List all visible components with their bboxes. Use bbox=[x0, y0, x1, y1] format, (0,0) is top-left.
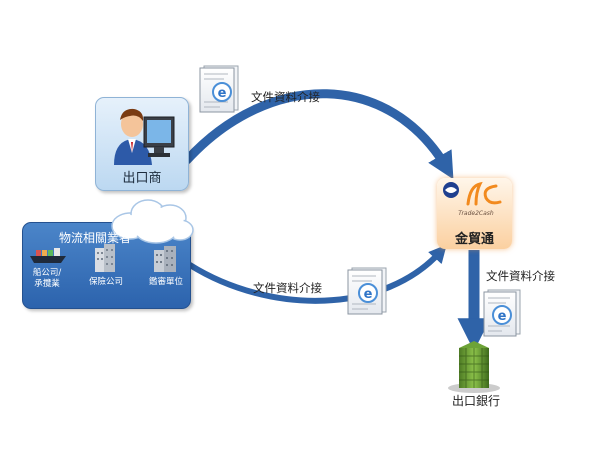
document-e-icon: e bbox=[347, 267, 387, 315]
cloud-icon bbox=[111, 199, 194, 244]
exporter-label: 出口商 bbox=[122, 171, 162, 186]
shipping-label: 船公司/ 承攬業 bbox=[32, 268, 62, 289]
svg-text:e: e bbox=[364, 287, 373, 302]
logistics-title: 物流相關業者 bbox=[58, 231, 131, 245]
cargo-ship-icon bbox=[30, 248, 66, 263]
building-icon bbox=[154, 246, 176, 272]
flow-label-logistics: 文件資料介接 bbox=[253, 281, 322, 295]
svg-text:e: e bbox=[498, 309, 507, 324]
inspection-label: 鑑審單位 bbox=[148, 277, 183, 287]
trade2cash-brand: Trade2Cash bbox=[458, 210, 494, 217]
person-at-computer-icon bbox=[114, 108, 175, 165]
flow-arrow-logistics-to-trade2cash bbox=[187, 244, 447, 304]
document-e-icon: e bbox=[199, 65, 239, 113]
trade2cash-name: 金貿通 bbox=[454, 232, 494, 247]
trade2cash-logo-icon bbox=[443, 181, 502, 206]
flow-label-bank: 文件資料介接 bbox=[486, 269, 555, 283]
svg-text:e: e bbox=[218, 86, 227, 101]
bank-building-icon bbox=[448, 341, 500, 393]
flow-label-exporter: 文件資料介接 bbox=[251, 90, 320, 104]
flow-arrow-exporter-to-trade2cash bbox=[182, 89, 454, 180]
insurance-label: 保險公司 bbox=[88, 277, 123, 287]
bank-label: 出口銀行 bbox=[451, 394, 500, 408]
document-e-icon: e bbox=[483, 289, 521, 337]
building-icon bbox=[95, 244, 115, 272]
